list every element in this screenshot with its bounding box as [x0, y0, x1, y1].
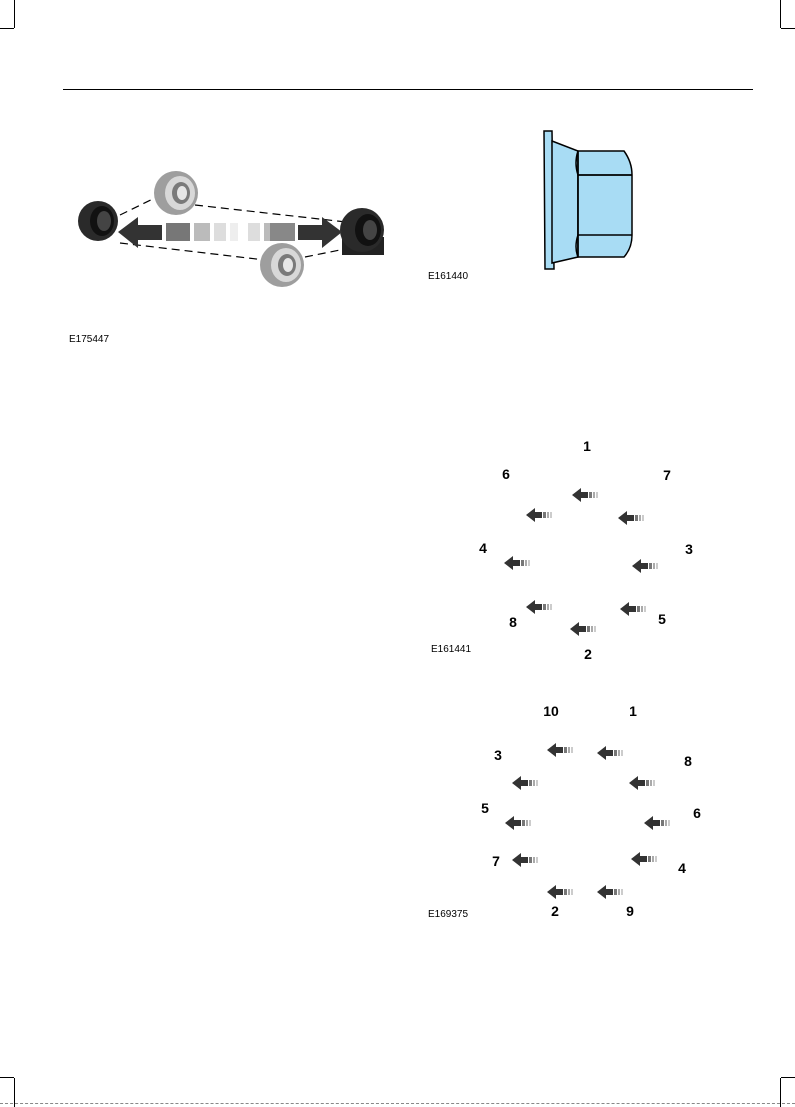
- arrow-icon: [547, 883, 577, 901]
- tire-dark-left-icon: [78, 201, 118, 241]
- pattern8-label: 1: [577, 438, 597, 454]
- pattern8-label: 2: [578, 646, 598, 662]
- arrow-icon: [512, 774, 542, 792]
- crop-mark: [781, 1077, 795, 1078]
- pattern8-label: 5: [652, 611, 672, 627]
- figure-code-pattern8: E161441: [431, 644, 471, 655]
- arrow-icon: [526, 506, 556, 524]
- pattern8-label: 3: [679, 541, 699, 557]
- header-rule: [63, 89, 753, 90]
- pattern8-label: 4: [473, 540, 493, 556]
- pattern10-label: 9: [620, 903, 640, 919]
- lug-nut-icon: [538, 127, 638, 275]
- arrow-icon: [618, 509, 648, 527]
- tire-rotation-figure: [70, 165, 400, 295]
- pattern10-label: 7: [486, 853, 506, 869]
- pattern8-label: 6: [496, 466, 516, 482]
- arrow-icon: [572, 486, 602, 504]
- arrow-icon: [526, 598, 556, 616]
- lug-nut-figure: [538, 127, 638, 275]
- arrow-icon: [547, 741, 577, 759]
- pattern8-label: 8: [503, 614, 523, 630]
- pattern10-label: 8: [678, 753, 698, 769]
- pattern10-label: 3: [488, 747, 508, 763]
- tire-dark-right-icon: [340, 208, 384, 255]
- pattern10-label: 6: [687, 805, 707, 821]
- arrow-icon: [504, 554, 534, 572]
- arrow-icon: [505, 814, 535, 832]
- double-arrow-icon: [118, 217, 342, 248]
- crop-mark: [0, 28, 14, 29]
- arrow-icon: [629, 774, 659, 792]
- arrow-icon: [512, 851, 542, 869]
- arrow-icon: [597, 883, 627, 901]
- arrow-icon: [644, 814, 674, 832]
- arrow-icon: [631, 850, 661, 868]
- bottom-dashed-line: [0, 1103, 795, 1104]
- pattern10-label: 4: [672, 860, 692, 876]
- pattern10-label: 5: [475, 800, 495, 816]
- crop-mark: [780, 0, 781, 28]
- figure-code-nut: E161440: [428, 271, 468, 282]
- tire-light-bottom-icon: [260, 243, 304, 287]
- pattern10-label: 10: [539, 703, 563, 719]
- arrow-icon: [570, 620, 600, 638]
- pattern10-label: 1: [623, 703, 643, 719]
- tire-rotation-illustration: [70, 165, 400, 295]
- crop-mark: [14, 0, 15, 28]
- figure-code-pattern10: E169375: [428, 909, 468, 920]
- crop-mark: [0, 1077, 14, 1078]
- arrow-icon: [620, 600, 650, 618]
- crop-mark: [781, 28, 795, 29]
- pattern10-label: 2: [545, 903, 565, 919]
- tire-light-top-icon: [154, 171, 198, 215]
- arrow-icon: [597, 744, 627, 762]
- arrow-icon: [632, 557, 662, 575]
- pattern8-label: 7: [657, 467, 677, 483]
- figure-code-rotation: E175447: [69, 334, 109, 345]
